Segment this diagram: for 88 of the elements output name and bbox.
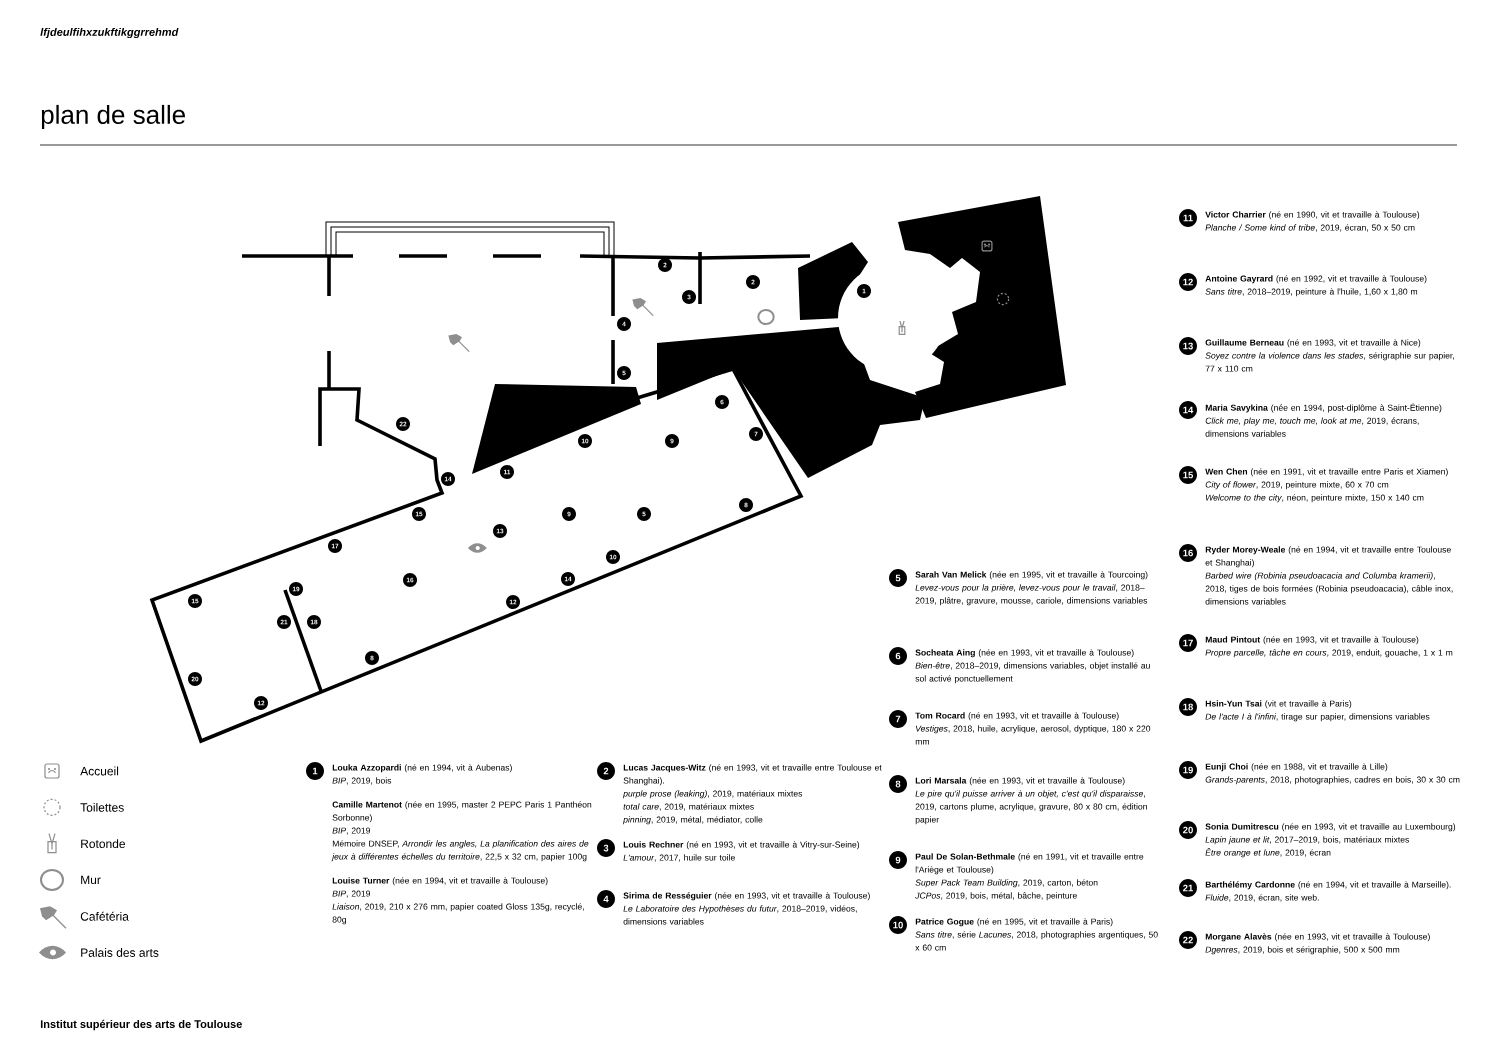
artist-caption: Tom Rocard (né en 1993, vit et travaille à Toulouse) Vestiges, 2018, huile, acrylique, aerosol, dyptique, 180 x 220 mm [915,712,1151,745]
node-label: Socheata Aing (née en 1993, vit et travaille à Toulouse) [915,649,1134,658]
legend-label: Mur [81,875,101,885]
legend-label: Toilettes [80,802,124,812]
artist-caption: Sarah Van Melick (née en 1995, vit et travaille à Tourcoing) Levez-vous pour la prière, levez-vous pour le travail, 2018–2019, plâtre, gravure, mousse, cariole, dimensions variables [915,571,1148,606]
number-badge: 13 [1179,337,1197,355]
number-badge: 12 [1179,273,1197,291]
number-badge: 20 [1179,821,1197,839]
node-label: Patrice Gogue (né en 1995, vit et travaille à Paris) [915,918,1113,927]
footer-text: Institut supérieur des arts de Toulouse [40,1019,242,1031]
number-badge: 14 [1179,401,1197,419]
node-label: Barbed wire (Robinia pseudoacacia and Columba kramerii), 2018, tiges de bois formées (Robinia pseudoacacia), câble inox, dimensions variables [1205,572,1453,605]
legend-label: Palais des arts [81,948,159,957]
artist-caption: Maud Pintout (née en 1993, vit et travaille à Toulouse) Propre parcelle, tâche en cours, 2019, enduit, gouache, 1 x 1 m [1205,636,1453,658]
number-badge: 10 [889,916,907,934]
number-badge: 5 [889,569,907,587]
node-label: Le Laboratoire des Hypothèses du futur, 2018–2019, vidéos, dimensions variables [623,905,857,925]
artist-caption: Patrice Gogue (né en 1995, vit et travaille à Paris) Sans titre, série Lacunes, 2018, photographies argentiques, 50 x 60 cm [915,918,1158,951]
node-label: Liaison, 2019, 210 x 276 mm, papier coated Gloss 135g, recyclé, 80g [332,903,584,925]
header-code: lfjdeulfihxzukftikggrrehmd [40,27,179,39]
node-label: Lucas Jacques-Witz (né en 1993, vit et travaille entre Toulouse et Shanghai). [623,764,882,786]
node-label: Camille Martenot (née en 1995, master 2 PEPC Paris 1 Panthéon Sorbonne) [332,801,592,823]
number-badge: 7 [889,710,907,728]
node-label: Dgenres, 2019, bois et sérigraphie, 500 x 500 mm [1205,946,1400,955]
node-label: Morgane Alavès (née en 1993, vit et travaille à Toulouse) [1205,933,1430,942]
artist-caption: Barthélémy Cardonne (né en 1994, vit et travaille à Marseille). Fluide, 2019, écran, site web. [1205,881,1451,902]
artist-caption: Sonia Dumitrescu (née en 1993, vit et travaille au Luxembourg) Lapin jaune et lit, 2017–2019, bois, matériaux mixtes Être orange et lune, 2019, écran [1205,823,1456,858]
node-label: Louka Azzopardi (né en 1994, vit à Aubenas) [332,764,512,773]
node-label: BIP, 2019, bois [332,777,392,785]
node-label: Barthélémy Cardonne (né en 1994, vit et travaille à Marseille). [1205,881,1451,890]
number-badge: 11 [1179,209,1197,227]
node-label: pinning, 2019, métal, médiator, colle [622,816,763,825]
artist-caption: Socheata Aing (née en 1993, vit et travaille à Toulouse) Bien-être, 2018–2019, dimensions variables, objet installé au sol activé ponctuellement [915,649,1150,684]
node-label: total care, 2019, matériaux mixtes [623,803,754,811]
title: plan de salle [41,104,185,130]
node-label: L'amour, 2017, huile sur toile [623,854,735,862]
number-badge: 17 [1179,634,1197,652]
artist-caption: Guillaume Berneau (né en 1993, vit et travaille à Nice) Soyez contre la violence dans les stades, sérigraphie sur papier, 77 x 110 cm [1205,339,1454,372]
number-badge: 18 [1179,698,1197,716]
number-badge: 8 [889,775,907,793]
number-badge: 19 [1179,761,1197,779]
node-label: JCPos, 2019, bois, métal, bâche, peinture [915,892,1077,901]
artist-caption: Louka Azzopardi (né en 1994, vit à Aubenas) BIP, 2019, bois Camille Martenot (née en 1995, master 2 PEPC Paris 1 Panthéon Sorbonne) BIP, 2019 Mémoire DNSEP, Arrondir les angles, La planification des aires de jeux à différentes échelles du territoire, 22,5 x 32 cm, papier 100g Louise Turner (née en 1994, vit et travaille à Toulouse) BIP, 2019 Liaison, 2019, 210 x 276 mm, papier coated Gloss 135g, recyclé, 80g [331,764,592,925]
artist-caption: Ryder Morey-Weale (né en 1994, vit et travaille entre Toulouse et Shanghai) Barbed wire (Robinia pseudoacacia and Columba kramerii), 2018, tiges de bois formées (Robinia pseudoacacia), câble inox, dimensions variables [1205,546,1453,605]
node-label: Maria Savykina (née en 1994, post-diplôme à Saint-Étienne) [1205,403,1442,413]
number-badge: 3 [597,839,615,857]
node-label: Click me, play me, touch me, look at me, 2019, écrans, dimensions variables [1205,417,1419,437]
node-label: Louis Rechner (né en 1993, vit et travaille à Vitry-sur-Seine) [623,841,860,850]
node-label: Soyez contre la violence dans les stades, sérigraphie sur papier, 77 x 110 cm [1205,352,1454,372]
node-label: Mémoire DNSEP, Arrondir les angles, La planification des aires de jeux à différentes échelles du territoire, 22,5 x 32 cm, papier 100g [331,840,589,862]
node-label: Louise Turner (née en 1994, vit et travaille à Toulouse) [332,877,548,886]
node-label: Super Pack Team Building, 2019, carton, béton [915,879,1098,888]
artist-caption: Hsin-Yun Tsai (vit et travaille à Paris) De l'acte I à l'infini, tirage sur papier, dimensions variables [1205,700,1430,722]
node-label: Antoine Gayrard (né en 1992, vit et travaille à Toulouse) [1205,275,1427,284]
number-badge: 6 [889,647,907,665]
number-badge: 16 [1179,544,1197,562]
number-badge: 4 [597,890,615,908]
number-badge: 15 [1179,466,1197,484]
artist-caption: Victor Charrier (né en 1990, vit et travaille à Toulouse) Planche / Some kind of tribe, 2019, écran, 50 x 50 cm [1205,211,1420,232]
number-badge: 2 [597,762,615,780]
number-badge: 1 [306,762,324,780]
number-badge: 9 [889,851,907,869]
number-badge: 21 [1179,879,1197,897]
node-label: Sans titre, série Lacunes, 2018, photographies argentiques, 50 x 60 cm [915,931,1158,951]
node-label: Sans titre, 2018–2019, peinture à l'huile, 1,60 x 1,80 m [1205,288,1418,297]
node-label: BIP, 2019 [332,827,371,835]
artist-caption: Morgane Alavès (née en 1993, vit et travaille à Toulouse) Dgenres, 2019, bois et sérigraphie, 500 x 500 mm [1205,933,1430,955]
node-label: BIP, 2019 [332,890,371,898]
number-badge: 22 [1179,931,1197,949]
artist-caption: Paul De Solan-Bethmale (né en 1991, vit et travaille entre l'Ariège et Toulouse) Super Pack Team Building, 2019, carton, béton JCPos, 2019, bois, métal, bâche, peinture [915,853,1144,901]
artist-caption: Eunji Choi (née en 1988, vit et travaille à Lille) Grands-parents, 2018, photographies, cadres en bois, 30 x 30 cm [1205,763,1460,785]
artist-caption: Louis Rechner (né en 1993, vit et travaille à Vitry-sur-Seine) L'amour, 2017, huile sur toile [623,841,860,862]
node-label: Ryder Morey-Weale (né en 1994, vit et travaille entre Toulouse et Shanghai) [1205,546,1451,568]
artist-caption: Sirima de Rességuier (née en 1993, vit et travaille à Toulouse) Le Laboratoire des Hypothèses du futur, 2018–2019, vidéos, dimensions variables [623,892,870,925]
node-label: Paul De Solan-Bethmale (né en 1991, vit et travaille entre l'Ariège et Toulouse) [915,853,1144,875]
legend-label: Cafétéria [80,911,129,921]
node-label: Fluide, 2019, écran, site web. [1205,894,1319,902]
artist-caption: Wen Chen (née en 1991, vit et travaille entre Paris et Xiamen) City of flower, 2019, peinture mixte, 60 x 70 cm Welcome to the city, néon, peinture mixte, 150 x 140 cm [1205,468,1448,503]
artist-caption: Lori Marsala (née en 1993, vit et travaille à Toulouse) Le pire qu'il puisse arriver à un objet, c'est qu'il disparaisse, 2019, cartons plume, acrylique, gravure, 80 x 80 cm, édition papier [915,777,1147,825]
node-label: purple prose (leaking), 2019, matériaux mixtes [622,790,803,799]
artist-caption: Lucas Jacques-Witz (né en 1993, vit et travaille entre Toulouse et Shanghai). purple prose (leaking), 2019, matériaux mixtes total care, 2019, matériaux mixtes pinning, 2019, métal, médiator, colle [623,764,882,825]
artist-caption: Maria Savykina (née en 1994, post-diplôme à Saint-Étienne) Click me, play me, touch me, look at me, 2019, écrans, dimensions variables [1205,403,1442,437]
node-label: Sirima de Rességuier (née en 1993, vit et travaille à Toulouse) [623,892,870,901]
node-label: Bien-être, 2018–2019, dimensions variables, objet installé au sol activé ponctuellement [915,662,1150,684]
artist-caption: Antoine Gayrard (né en 1992, vit et travaille à Toulouse) Sans titre, 2018–2019, peinture à l'huile, 1,60 x 1,80 m [1205,275,1427,297]
node-label: Guillaume Berneau (né en 1993, vit et travaille à Nice) [1205,339,1421,348]
legend-label: Rotonde [81,839,125,848]
legend-label: Accueil [80,766,119,776]
